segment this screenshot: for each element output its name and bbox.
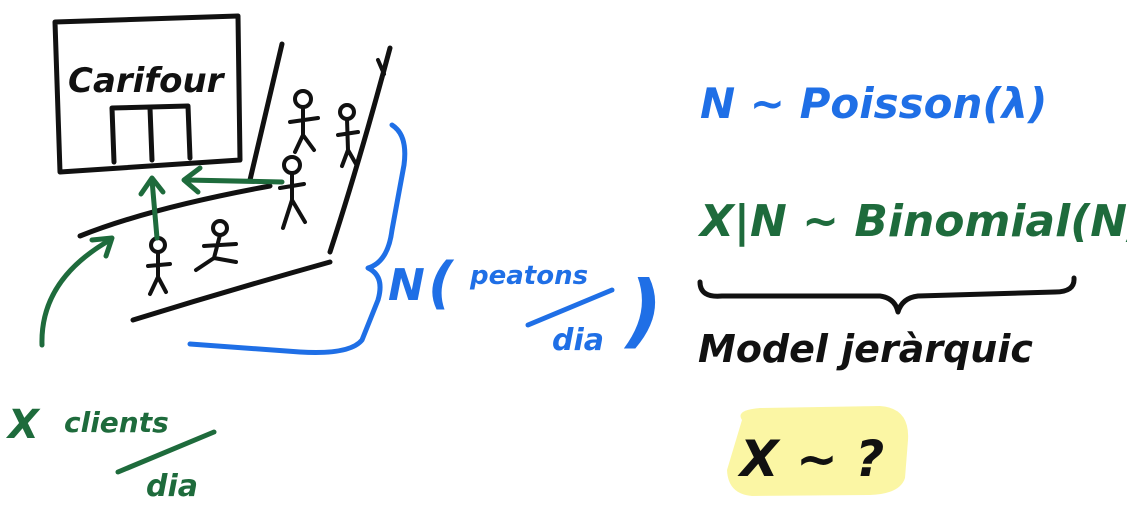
entering-arrow-icon bbox=[181, 165, 285, 195]
pedestrians-numerator: peatons bbox=[469, 261, 588, 291]
pedestrians-rate-label: N ( peatons dia ) bbox=[388, 251, 663, 358]
store-name-label: Carifour bbox=[68, 61, 226, 101]
hierarchy-brace bbox=[697, 275, 1077, 315]
client-figure bbox=[146, 236, 172, 296]
hierarchical-model-caption: Model jeràrquic bbox=[698, 327, 1033, 371]
pedestrians-close-paren: ) bbox=[623, 264, 663, 357]
pedestrian-figure bbox=[288, 89, 320, 154]
pedestrians-denominator: dia bbox=[552, 323, 604, 358]
clients-rate-label: X clients dia bbox=[5, 402, 217, 504]
pedestrian-figure bbox=[278, 155, 307, 230]
clients-denominator: dia bbox=[146, 469, 198, 504]
clients-arrow-icon bbox=[39, 235, 115, 348]
pedestrians-variable: N bbox=[388, 260, 425, 311]
binomial-formula: X|N ~ Binomial(N,p) bbox=[697, 196, 1127, 247]
pedestrians-open-paren: ( bbox=[428, 251, 455, 316]
question-highlight bbox=[727, 406, 909, 496]
entering-arrow-icon bbox=[138, 175, 166, 241]
store-door bbox=[109, 103, 193, 165]
pedestrian-figure bbox=[336, 103, 360, 168]
pedestrians-brace bbox=[187, 122, 408, 355]
clients-variable: X bbox=[5, 402, 41, 448]
pedestrian-figure bbox=[194, 219, 238, 272]
question-formula: X ~ ? bbox=[737, 430, 884, 488]
clients-numerator: clients bbox=[64, 406, 169, 439]
poisson-formula: N ~ Poisson(λ) bbox=[700, 79, 1047, 128]
street-lines bbox=[77, 41, 393, 323]
store-building: Carifour bbox=[52, 13, 243, 175]
